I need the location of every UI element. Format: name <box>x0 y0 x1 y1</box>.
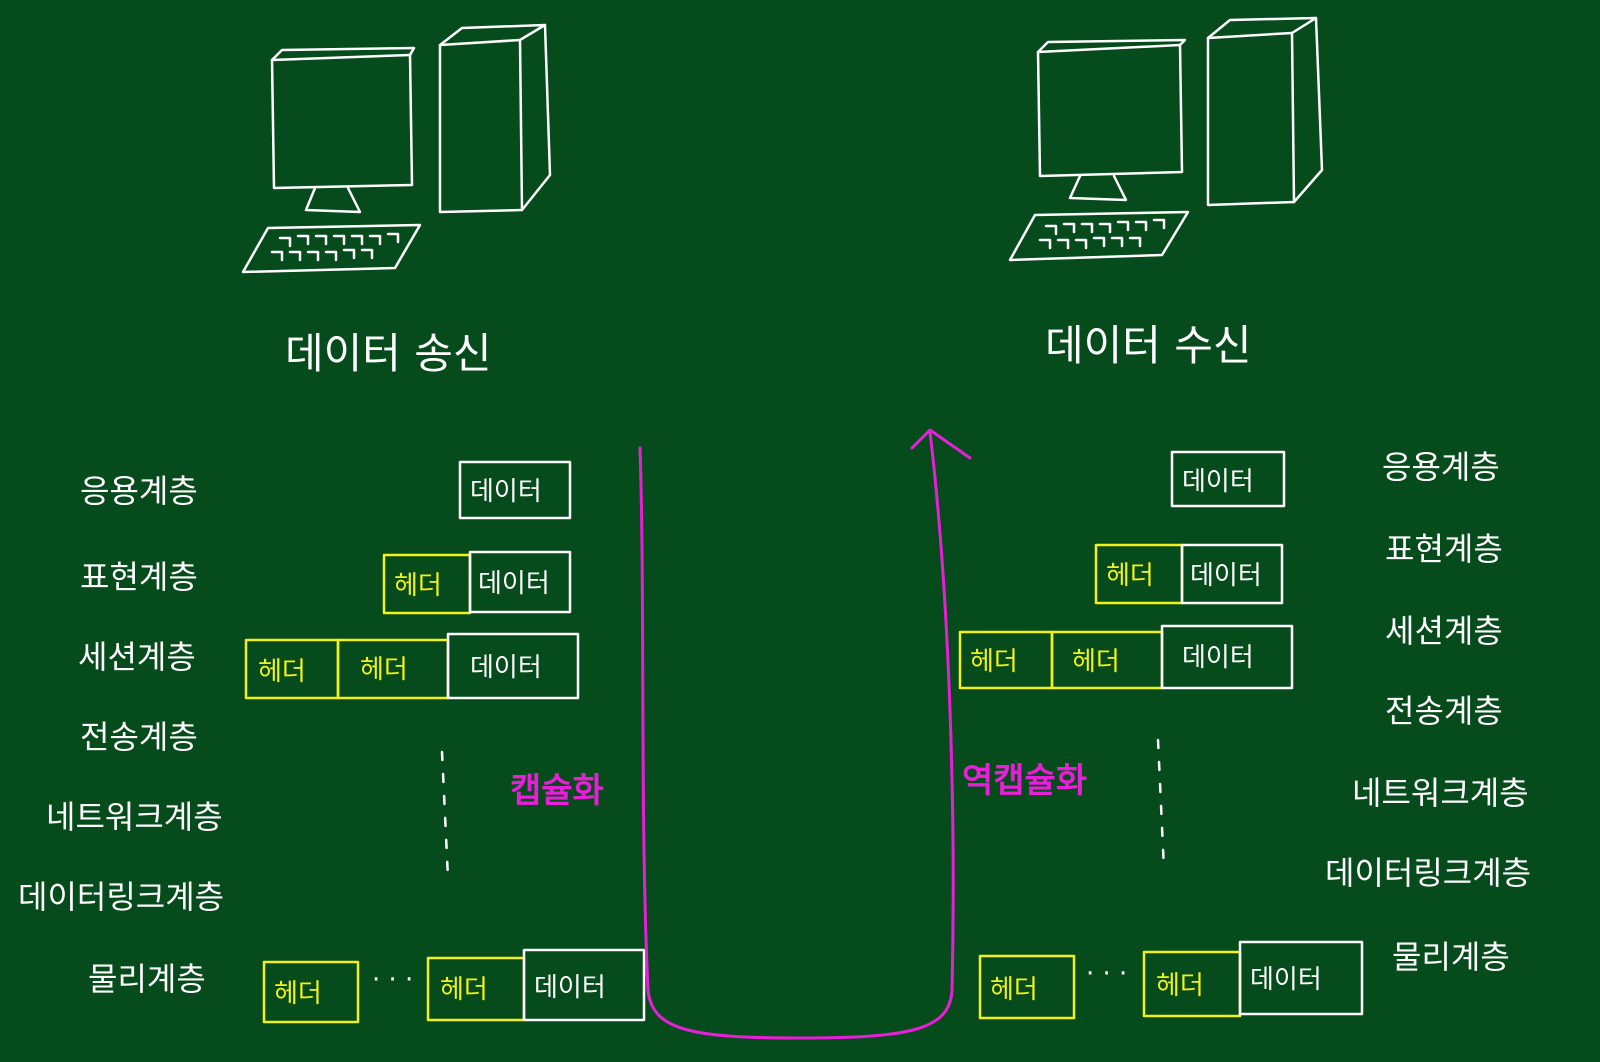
sender-pres-data-box <box>468 550 572 614</box>
sender-layer-physical: 물리계층 <box>88 960 206 998</box>
receiver-layer-physical: 물리계층 <box>1392 938 1510 976</box>
sender-layer-session: 세션계층 <box>78 638 196 676</box>
receiver-computer-icon <box>1008 16 1324 262</box>
sender-layer-presentation: 표현계층 <box>80 558 198 596</box>
receiver-phys-data-label: 데이터 <box>1250 965 1322 995</box>
sender-phys-header2-label: 헤더 <box>440 975 488 1005</box>
receiver-phys-data-box <box>1238 940 1364 1016</box>
sender-pres-data-label: 데이터 <box>478 569 550 599</box>
sender-layer-transport: 전송계층 <box>80 718 198 756</box>
receiver-title: 데이터 수신 <box>1045 321 1252 370</box>
receiver-layer-transport: 전송계층 <box>1385 692 1503 730</box>
receiver-phys-header1-label: 헤더 <box>990 975 1038 1005</box>
flow-arrow-head-icon <box>910 428 972 460</box>
flow-arrow-line <box>638 430 955 1040</box>
receiver-sess-data-box <box>1160 624 1294 690</box>
receiver-sess-header2-label: 헤더 <box>1072 647 1120 677</box>
receiver-phys-ellipsis: · · · <box>1086 959 1127 989</box>
sender-app-data-box <box>458 460 572 520</box>
sender-phys-header1-label: 헤더 <box>274 979 322 1009</box>
receiver-app-data-label: 데이터 <box>1182 467 1254 497</box>
receiver-pres-data-label: 데이터 <box>1190 561 1262 591</box>
sender-sess-data-box <box>446 632 580 700</box>
sender-layer-datalink: 데이터링크계층 <box>18 878 224 916</box>
sender-phys-data-box <box>522 948 646 1022</box>
receiver-phys-header2-label: 헤더 <box>1156 971 1204 1001</box>
receiver-layer-application: 응용계층 <box>1382 448 1500 486</box>
sender-computer-icon <box>241 23 552 274</box>
sender-phys-data-label: 데이터 <box>534 973 606 1003</box>
receiver-phys-header1-box <box>978 954 1076 1020</box>
sender-phys-header1-box <box>262 960 360 1024</box>
sender-sess-header1-label: 헤더 <box>258 657 306 687</box>
sender-phys-ellipsis: · · · <box>372 965 413 995</box>
sender-sess-header2-label: 헤더 <box>360 655 408 685</box>
sender-pres-header-label: 헤더 <box>394 571 442 601</box>
receiver-layer-network: 네트워크계층 <box>1352 774 1529 812</box>
sender-layer-network: 네트워크계층 <box>46 798 223 836</box>
receiver-layer-session: 세션계층 <box>1385 612 1503 650</box>
sender-app-data-label: 데이터 <box>470 477 542 507</box>
sender-continuation-dots <box>440 750 450 880</box>
receiver-pres-data-box <box>1180 543 1284 605</box>
decapsulation-label: 역캡슐화 <box>962 761 1087 801</box>
receiver-app-data-box <box>1170 450 1286 508</box>
sender-layer-application: 응용계층 <box>80 472 198 510</box>
receiver-layer-presentation: 표현계층 <box>1385 530 1503 568</box>
encapsulation-label: 캡슐화 <box>510 771 604 811</box>
receiver-sess-header1-label: 헤더 <box>970 647 1018 677</box>
sender-title: 데이터 송신 <box>285 329 492 378</box>
receiver-continuation-dots <box>1156 738 1166 872</box>
receiver-layer-datalink: 데이터링크계층 <box>1325 854 1531 892</box>
receiver-sess-data-label: 데이터 <box>1182 643 1254 673</box>
sender-sess-data-label: 데이터 <box>470 653 542 683</box>
receiver-pres-header-label: 헤더 <box>1106 561 1154 591</box>
